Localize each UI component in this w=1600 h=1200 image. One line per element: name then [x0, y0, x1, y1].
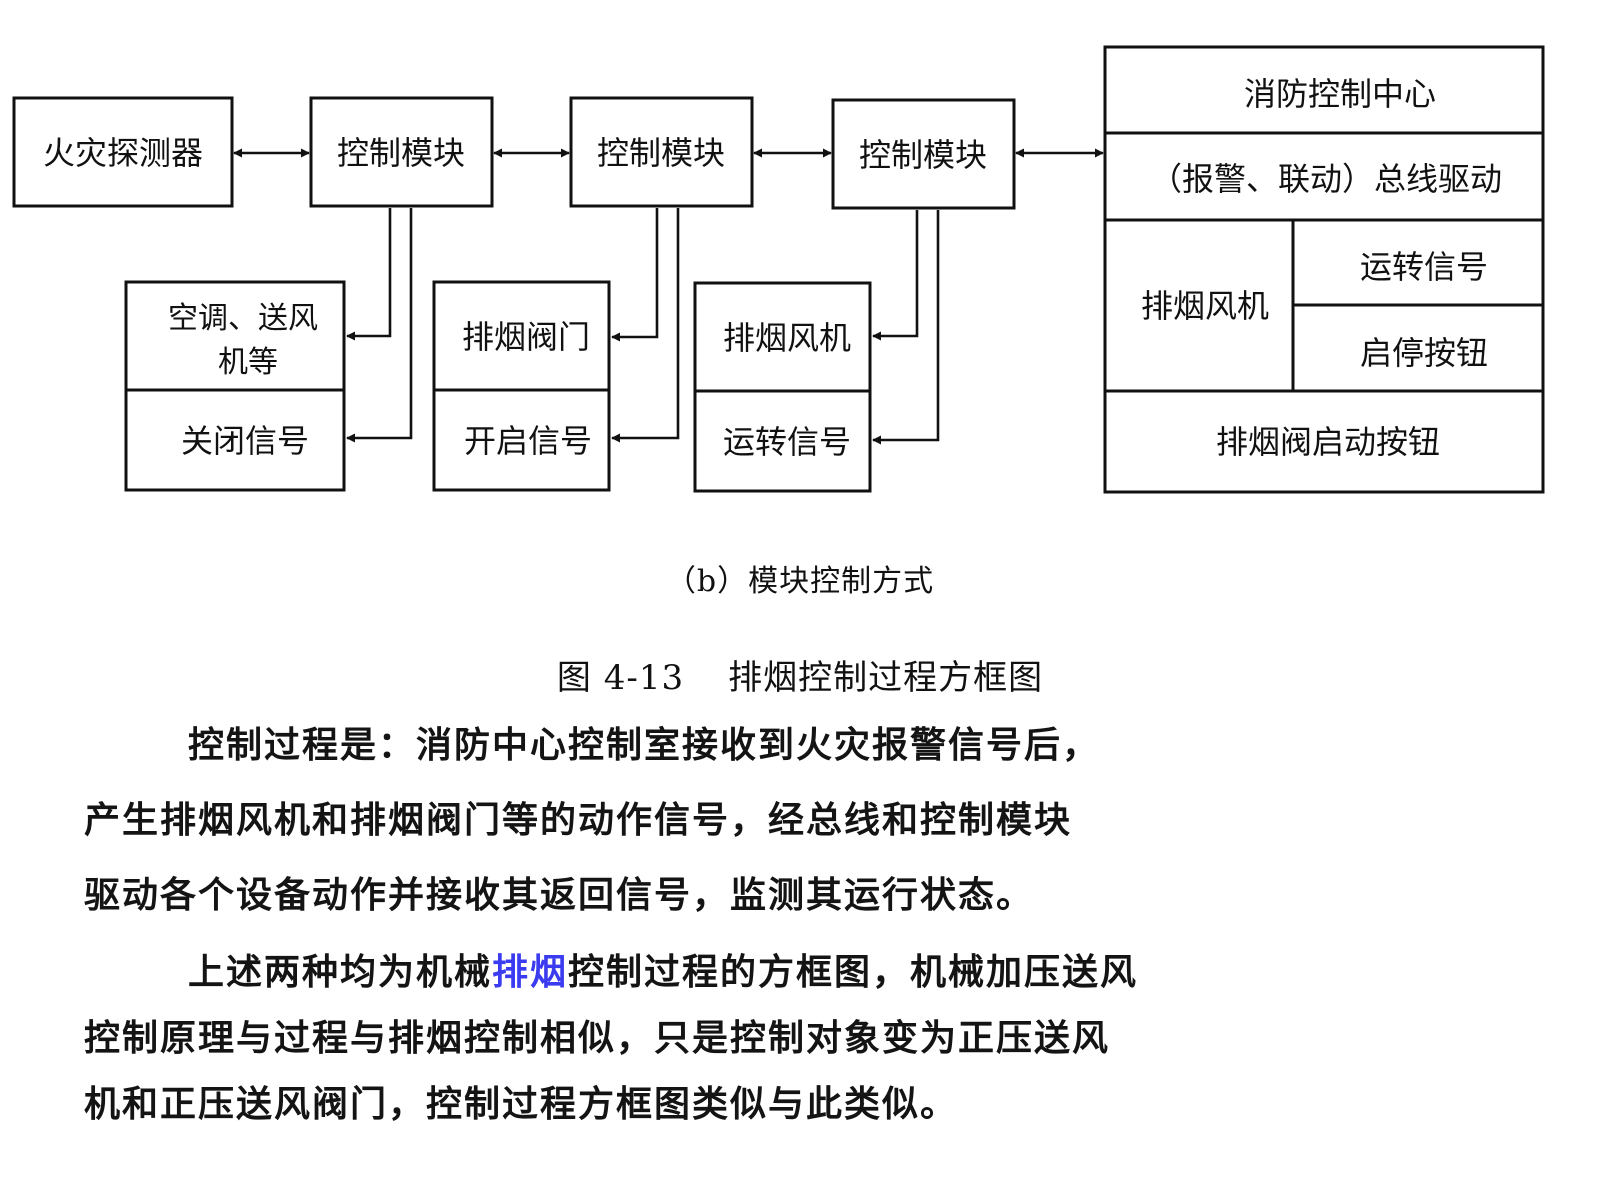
wire-module1-to-device1-signal [346, 208, 413, 443]
control-module-3: 控制模块 [831, 98, 1016, 210]
smoke-control-block-diagram: 火灾探测器 控制模块 控制模块 控制模块 消防控制中心 （报警、联动）总线驱动 … [12, 45, 1545, 494]
device-1-name-line1: 空调、送风 [168, 301, 318, 336]
fire-control-center-panel: 消防控制中心 （报警、联动）总线驱动 排烟风机 运转信号 启停按钮 排烟阀启动按… [1103, 45, 1545, 494]
center-damper-start: 排烟阀启动按钮 [1216, 423, 1440, 461]
figure-caption: 图 4-13 排烟控制过程方框图 [0, 650, 1600, 699]
device-ac-supply-fan: 空调、送风 机等 关闭信号 [124, 280, 346, 492]
wire-module3-to-device3 [872, 210, 919, 341]
control-module-2: 控制模块 [569, 96, 754, 208]
device-2-name: 排烟阀门 [462, 318, 590, 356]
paragraph-1-line-2: 产生排烟风机和排烟阀门等的动作信号，经总线和控制模块 [84, 800, 1073, 841]
wire-module2-to-device2-signal [611, 208, 680, 443]
center-bus-driver: （报警、联动）总线驱动 [1150, 160, 1502, 198]
device-1-signal: 关闭信号 [181, 422, 309, 460]
paragraph-control-process: 控制过程是：消防中心控制室接收到火灾报警信号后， 产生排烟风机和排烟阀门等的动作… [84, 708, 1524, 933]
wire-module3-to-device3-signal [872, 210, 940, 445]
wire-module2-to-device2 [611, 208, 659, 342]
device-smoke-exhaust-fan: 排烟风机 运转信号 [693, 281, 872, 493]
center-fan: 排烟风机 [1141, 287, 1269, 325]
device-smoke-damper: 排烟阀门 开启信号 [432, 280, 611, 492]
figure-number: 图 4-13 [556, 658, 685, 698]
smoke-exhaust-link[interactable]: 排烟 [492, 952, 569, 993]
control-module-1-label: 控制模块 [337, 134, 465, 172]
paragraph-1-line-3: 驱动各个设备动作并接收其返回信号，监测其运行状态。 [84, 875, 1035, 916]
paragraph-2-line-1-end: 控制过程的方框图，机械加压送风 [568, 952, 1139, 993]
paragraph-2-line-1-start: 上述两种均为机械 [188, 952, 493, 993]
paragraph-2-line-1: 上述两种均为机械排烟控制过程的方框图，机械加压送风 [84, 940, 1524, 1006]
control-module-2-label: 控制模块 [597, 134, 725, 172]
fire-detector-block: 火灾探测器 [12, 96, 234, 208]
center-title: 消防控制中心 [1244, 75, 1436, 113]
wire-module1-to-device1 [346, 208, 392, 341]
figure-title: 排烟控制过程方框图 [728, 658, 1044, 698]
paragraph-comparison: 上述两种均为机械排烟控制过程的方框图，机械加压送风 控制原理与过程与排烟控制相似… [84, 940, 1524, 1138]
center-fan-start-stop: 启停按钮 [1360, 334, 1488, 372]
sub-caption: （b）模块控制方式 [665, 564, 935, 599]
device-3-signal: 运转信号 [723, 423, 851, 461]
control-module-1: 控制模块 [309, 96, 494, 208]
device-1-name-line2: 机等 [218, 345, 278, 380]
control-module-3-label: 控制模块 [859, 136, 987, 174]
fire-detector-label: 火灾探测器 [43, 134, 203, 172]
center-fan-run-signal: 运转信号 [1360, 248, 1488, 286]
device-3-name: 排烟风机 [723, 319, 851, 357]
device-2-signal: 开启信号 [464, 422, 592, 460]
paragraph-2-line-3: 机和正压送风阀门，控制过程方框图类似与此类似。 [84, 1084, 959, 1125]
paragraph-1-line-1: 控制过程是：消防中心控制室接收到火灾报警信号后， [188, 725, 1101, 766]
paragraph-2-line-2: 控制原理与过程与排烟控制相似，只是控制对象变为正压送风 [84, 1018, 1111, 1059]
